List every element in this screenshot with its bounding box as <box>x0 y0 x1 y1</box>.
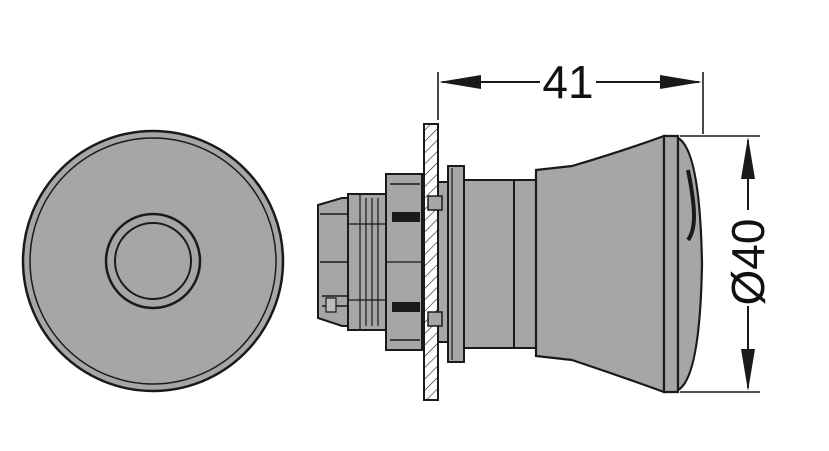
threaded-collar <box>347 193 389 331</box>
front-bezel <box>427 165 465 363</box>
length-dimension: 41 <box>437 56 704 134</box>
arrowhead-top <box>741 137 755 179</box>
mushroom-head-side <box>534 134 704 394</box>
front-view <box>21 129 285 393</box>
mushroom-head-inner-ring <box>29 137 277 385</box>
side-view <box>317 123 704 401</box>
arrowhead-left <box>439 75 481 89</box>
rear-contact-block <box>317 197 349 327</box>
arrowhead-bottom <box>741 349 755 391</box>
diameter-label: Ø40 <box>722 219 774 306</box>
button-stem <box>463 179 537 349</box>
center-button-inner <box>114 222 192 300</box>
diameter-dimension: Ø40 <box>680 135 774 393</box>
length-label: 41 <box>542 56 593 108</box>
center-button-outer <box>104 212 202 310</box>
arrowhead-right <box>660 75 702 89</box>
mounting-nut <box>385 173 423 351</box>
mounting-panel <box>423 123 439 401</box>
